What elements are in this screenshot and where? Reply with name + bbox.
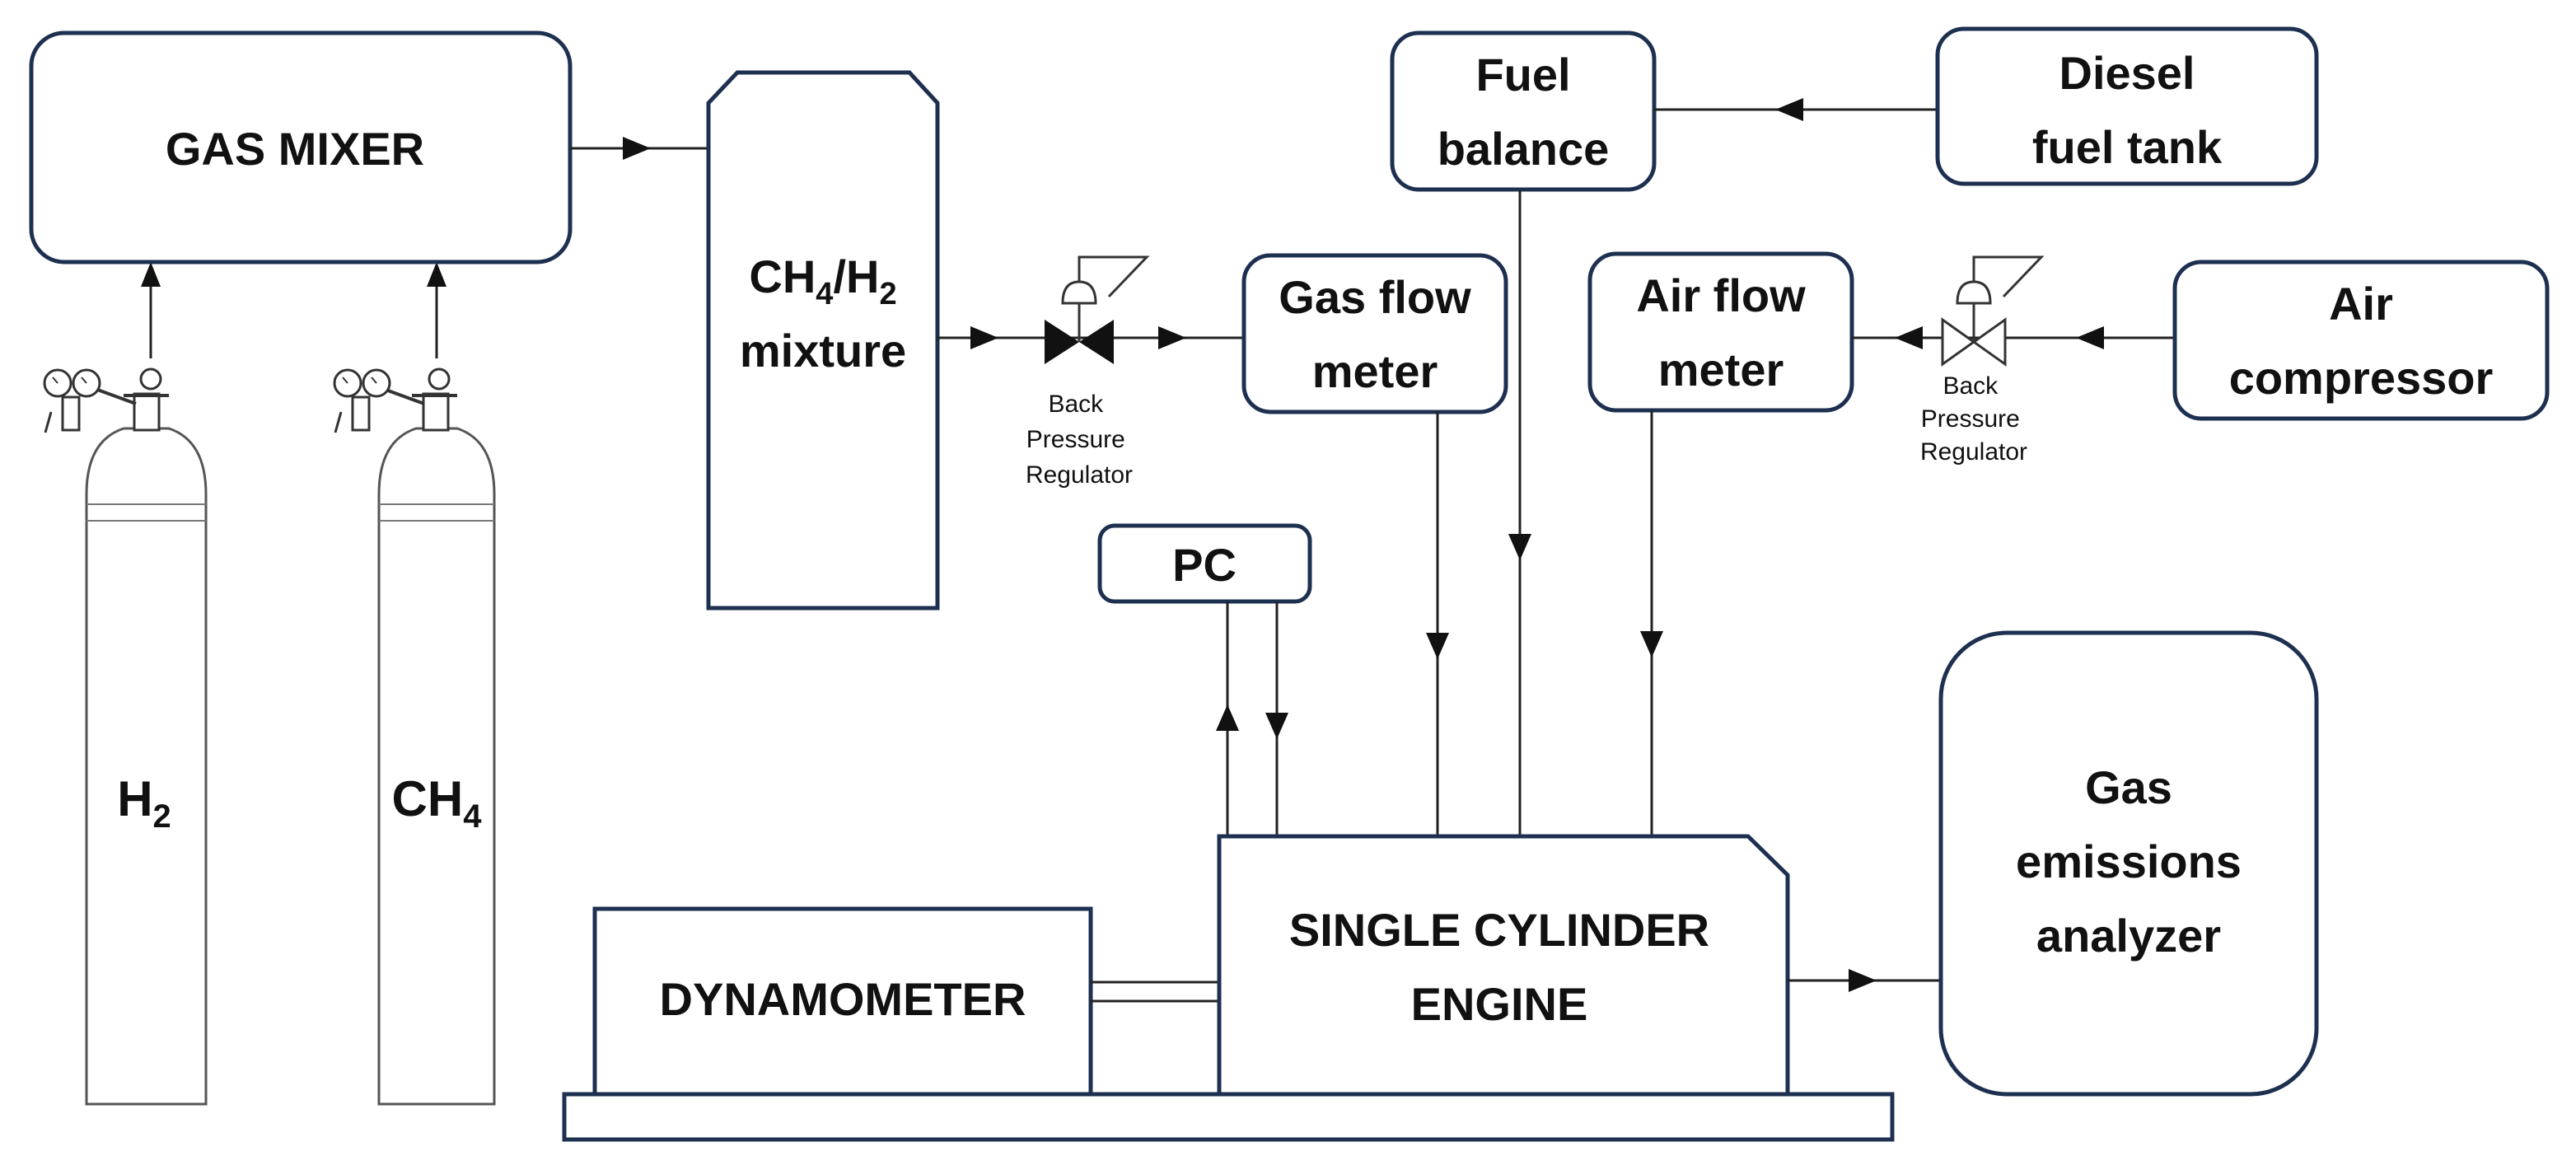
gas-mixer-box: GAS MIXER <box>29 30 573 264</box>
ch4-pressure-gauge-icon <box>333 367 457 433</box>
gas-regulator-label: Back Pressure Regulator <box>1026 391 1133 489</box>
arrow-tank-to-regulator <box>970 326 998 349</box>
air-compressor-label-2: compressor <box>2229 352 2494 404</box>
arrow-regulator-to-airmeter <box>1895 326 1923 349</box>
air-flow-meter-label-2: meter <box>1658 344 1784 395</box>
air-flow-meter-label-1: Air flow <box>1636 269 1806 321</box>
arrow-ch4-to-mixer <box>427 262 446 287</box>
fuel-balance-label-1: Fuel <box>1475 49 1570 101</box>
gas-flow-meter-box: Gas flow meter <box>1241 253 1508 414</box>
gas-back-pressure-regulator-icon <box>1045 255 1150 364</box>
arrow-engine-to-analyzer <box>1849 969 1877 992</box>
air-compressor-label-1: Air <box>2329 278 2393 330</box>
mixture-tank: CH4/H2 mixture <box>706 70 940 611</box>
air-flow-meter-box: Air flow meter <box>1587 251 1854 413</box>
pc-label: PC <box>1172 539 1237 591</box>
engine-label-1: SINGLE CYLINDER <box>1289 904 1709 956</box>
pc-box: PC <box>1097 523 1312 604</box>
h2-cylinder: H2 <box>43 367 208 1106</box>
arrow-regulator-to-gasmeter <box>1158 326 1186 349</box>
gas-flow-meter-label-2: meter <box>1312 345 1438 397</box>
h2-pressure-gauge-icon <box>43 367 169 433</box>
analyzer-label-1: Gas <box>2085 761 2172 813</box>
arrow-engine-to-pc <box>1216 704 1239 731</box>
arrow-diesel-to-balance <box>1775 98 1803 121</box>
engine-label-2: ENGINE <box>1411 978 1588 1030</box>
arrow-airmeter-to-engine <box>1640 631 1663 658</box>
arrow-pc-to-engine <box>1265 713 1288 739</box>
dynamometer-box: DYNAMOMETER <box>592 906 1093 1097</box>
air-back-pressure-regulator-icon <box>1941 255 2045 367</box>
fuel-balance-label-2: balance <box>1438 123 1610 175</box>
air-compressor-box: Air compressor <box>2172 260 2550 421</box>
ch4-cylinder: CH4 <box>333 367 496 1106</box>
analyzer-label-3: analyzer <box>2036 910 2221 962</box>
diesel-tank-label-1: Diesel <box>2059 47 2195 99</box>
air-regulator-label: Back Pressure Regulator <box>1920 372 2027 466</box>
diesel-tank-label-2: fuel tank <box>2032 121 2223 173</box>
arrow-gasmeter-to-engine <box>1426 633 1449 659</box>
h2-label: H2 <box>117 771 171 835</box>
ch4-label: CH4 <box>392 771 483 835</box>
arrow-h2-to-mixer <box>141 262 161 287</box>
diesel-fuel-tank-box: Diesel fuel tank <box>1935 26 2319 186</box>
analyzer-label-2: emissions <box>2016 835 2242 887</box>
arrow-compressor-to-regulator <box>2076 326 2104 349</box>
gas-emissions-analyzer-box: Gas emissions analyzer <box>1938 630 2319 1097</box>
mixture-tank-label: mixture <box>740 325 906 377</box>
fuel-balance-box: Fuel balance <box>1390 30 1657 192</box>
arrow-mixer-to-tank <box>623 137 651 160</box>
engine-base-plate <box>562 1092 1895 1142</box>
gas-mixer-label: GAS MIXER <box>166 123 424 175</box>
engine-box: SINGLE CYLINDER ENGINE <box>1217 834 1790 1097</box>
dynamometer-label: DYNAMOMETER <box>660 973 1026 1025</box>
mixture-tank-formula: CH4/H2 <box>749 250 896 311</box>
gas-flow-meter-label-1: Gas flow <box>1279 271 1471 323</box>
arrow-balance-to-engine <box>1508 534 1531 560</box>
